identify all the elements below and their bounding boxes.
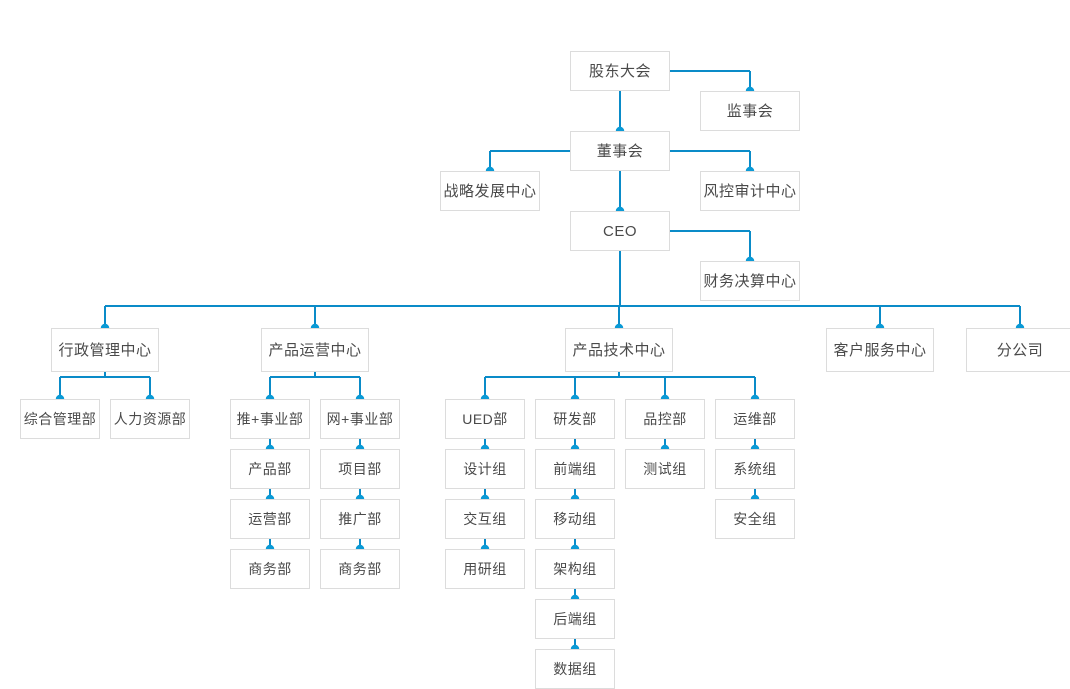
org-node-security-group[interactable]: 安全组 [715,499,795,539]
org-node-label: 安全组 [733,511,777,527]
org-node-qa-dept[interactable]: 品控部 [625,399,705,439]
org-node-label: 产品技术中心 [572,341,666,359]
org-node-label: 数据组 [553,661,597,677]
org-node-label: 品控部 [643,411,687,427]
org-node-biz-dept-b[interactable]: 商务部 [320,549,400,589]
org-node-strategy-center[interactable]: 战略发展中心 [440,171,540,211]
org-node-ceo[interactable]: CEO [570,211,670,251]
org-node-label: 系统组 [733,461,777,477]
org-node-label: 推广部 [338,511,382,527]
org-node-label: 架构组 [553,561,597,577]
org-node-label: 测试组 [643,461,687,477]
org-node-ops-tech-dept[interactable]: 运维部 [715,399,795,439]
org-node-label: 设计组 [463,461,507,477]
org-node-label: 商务部 [338,561,382,577]
org-node-label: 财务决算中心 [703,272,797,290]
org-node-promo-dept[interactable]: 推广部 [320,499,400,539]
org-node-label: 运维部 [733,411,777,427]
org-node-label: 分公司 [996,341,1044,359]
org-node-ued-dept[interactable]: UED部 [445,399,525,439]
org-node-label: 移动组 [553,511,597,527]
org-node-biz-dept-a[interactable]: 商务部 [230,549,310,589]
org-node-label: CEO [602,222,637,240]
org-node-architect-group[interactable]: 架构组 [535,549,615,589]
org-node-label: 研发部 [553,411,597,427]
org-node-label: 网+事业部 [326,411,394,427]
org-node-design-group[interactable]: 设计组 [445,449,525,489]
org-node-label: 运营部 [248,511,292,527]
org-node-label: 股东大会 [588,62,651,80]
org-node-label: 前端组 [553,461,597,477]
org-node-data-group[interactable]: 数据组 [535,649,615,689]
org-node-label: 战略发展中心 [443,182,537,200]
org-node-branch-company[interactable]: 分公司 [966,328,1070,372]
org-node-label: 推+事业部 [236,411,304,427]
org-node-label: 商务部 [248,561,292,577]
org-node-label: UED部 [462,411,508,427]
org-node-label: 风控审计中心 [703,182,797,200]
org-node-hr-dept[interactable]: 人力资源部 [110,399,190,439]
org-node-board-of-directors[interactable]: 董事会 [570,131,670,171]
org-node-system-group[interactable]: 系统组 [715,449,795,489]
org-node-general-admin-dept[interactable]: 综合管理部 [20,399,100,439]
org-node-label: 项目部 [338,461,382,477]
org-node-label: 产品部 [248,461,292,477]
org-node-supervisory-board[interactable]: 监事会 [700,91,800,131]
org-node-label: 董事会 [596,142,644,160]
org-node-finance-center[interactable]: 财务决算中心 [700,261,800,301]
org-node-label: 综合管理部 [23,411,97,427]
org-node-label: 用研组 [463,561,507,577]
org-node-label: 后端组 [553,611,597,627]
org-node-shareholders-meeting[interactable]: 股东大会 [570,51,670,91]
org-node-frontend-group[interactable]: 前端组 [535,449,615,489]
org-node-wang-plus-div[interactable]: 网+事业部 [320,399,400,439]
org-node-risk-audit-center[interactable]: 风控审计中心 [700,171,800,211]
org-node-label: 交互组 [463,511,507,527]
org-node-label: 客户服务中心 [833,341,927,359]
org-node-label: 产品运营中心 [268,341,362,359]
org-node-research-group[interactable]: 用研组 [445,549,525,589]
org-node-ops-dept[interactable]: 运营部 [230,499,310,539]
org-node-label: 监事会 [726,102,774,120]
org-node-product-tech[interactable]: 产品技术中心 [565,328,673,372]
org-node-product-ops[interactable]: 产品运营中心 [261,328,369,372]
org-node-admin-center[interactable]: 行政管理中心 [51,328,159,372]
org-node-label: 人力资源部 [113,411,187,427]
org-node-rnd-dept[interactable]: 研发部 [535,399,615,439]
org-node-project-dept[interactable]: 项目部 [320,449,400,489]
org-node-label: 行政管理中心 [58,341,152,359]
org-node-backend-group[interactable]: 后端组 [535,599,615,639]
org-node-mobile-group[interactable]: 移动组 [535,499,615,539]
org-node-product-dept[interactable]: 产品部 [230,449,310,489]
org-node-tui-plus-div[interactable]: 推+事业部 [230,399,310,439]
org-node-test-group[interactable]: 测试组 [625,449,705,489]
org-node-customer-service[interactable]: 客户服务中心 [826,328,934,372]
org-node-interact-group[interactable]: 交互组 [445,499,525,539]
